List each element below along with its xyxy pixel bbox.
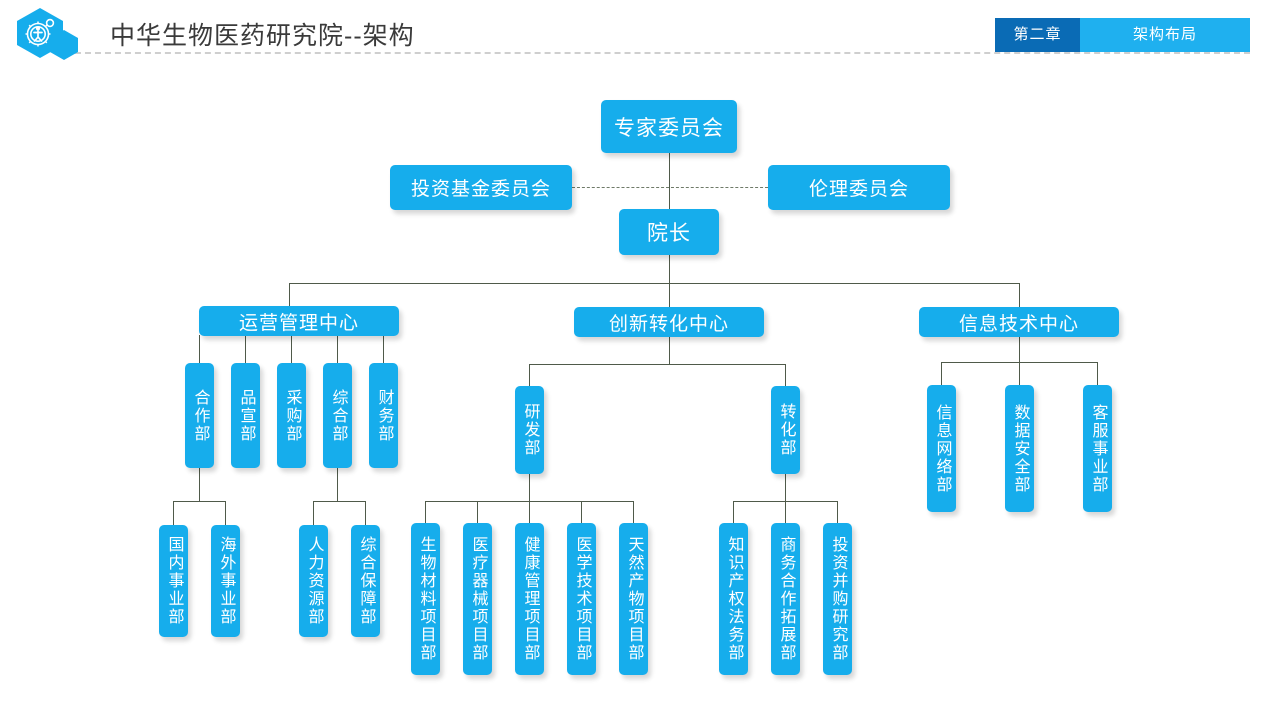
- edge-ops-to-child-2: [291, 335, 292, 363]
- node-ops-child-1[interactable]: 品宣部: [231, 363, 260, 468]
- node-expert-committee[interactable]: 专家委员会: [601, 100, 737, 153]
- node-it-child-2[interactable]: 客服事业部: [1083, 385, 1112, 512]
- edge-dean-trunk: [669, 254, 670, 283]
- node-rd-child-3[interactable]: 医学技术项目部: [567, 523, 596, 675]
- edge-ops-to-child-0: [199, 335, 200, 363]
- edge-coop-trunk: [199, 468, 200, 501]
- edge-dean-bus: [289, 283, 1020, 284]
- node-it-child-0[interactable]: 信息网络部: [927, 385, 956, 512]
- edge-coop-to-child-1: [225, 501, 226, 525]
- edge-innov-to-rd: [529, 364, 530, 386]
- node-center-it[interactable]: 信息技术中心: [919, 307, 1119, 337]
- edge-rd-to-child-2: [529, 501, 530, 523]
- edge-ops-to-child-4: [383, 335, 384, 363]
- edge-general-bus: [313, 501, 365, 502]
- edge-innov-trunk: [669, 336, 670, 364]
- node-ops-child-0[interactable]: 合作部: [185, 363, 214, 468]
- edge-rd-to-child-0: [425, 501, 426, 523]
- edge-general-to-child-1: [365, 501, 366, 525]
- edge-general-trunk: [337, 468, 338, 501]
- node-investment-fund-committee[interactable]: 投资基金委员会: [390, 165, 572, 210]
- edge-rd-trunk: [529, 474, 530, 501]
- edge-general-to-child-0: [313, 501, 314, 525]
- node-cooperation-child-1[interactable]: 海外事业部: [211, 525, 240, 637]
- edge-expert-to-dean: [669, 152, 670, 212]
- node-innovation-child-0[interactable]: 研发部: [515, 386, 544, 474]
- edge-ops-to-child-3: [337, 335, 338, 363]
- edge-innov-to-transform: [785, 364, 786, 386]
- node-ops-child-2[interactable]: 采购部: [277, 363, 306, 468]
- edge-it-to-child-1: [1019, 362, 1020, 385]
- node-rd-child-0[interactable]: 生物材料项目部: [411, 523, 440, 675]
- edge-transform-to-child-1: [785, 501, 786, 523]
- edge-coop-bus: [173, 501, 225, 502]
- edge-ops-to-child-1: [245, 335, 246, 363]
- header-divider: [55, 52, 1250, 54]
- node-general-child-1[interactable]: 综合保障部: [351, 525, 380, 637]
- node-rd-child-2[interactable]: 健康管理项目部: [515, 523, 544, 675]
- edge-transform-to-child-0: [733, 501, 734, 523]
- page-title: 中华生物医药研究院--架构: [110, 22, 415, 50]
- node-transform-child-2[interactable]: 投资并购研究部: [823, 523, 852, 675]
- node-general-child-0[interactable]: 人力资源部: [299, 525, 328, 637]
- node-ops-child-4[interactable]: 财务部: [369, 363, 398, 468]
- edge-it-to-child-2: [1097, 362, 1098, 385]
- edge-investment-to-dean: [572, 187, 768, 188]
- edge-innov-bus: [529, 364, 785, 365]
- chapter-number-badge[interactable]: 第二章: [995, 18, 1080, 52]
- edge-bus-to-it: [1019, 283, 1020, 307]
- edge-rd-to-child-4: [633, 501, 634, 523]
- edge-bus-to-innovation: [669, 283, 670, 307]
- node-dean[interactable]: 院长: [619, 209, 719, 255]
- node-transform-child-0[interactable]: 知识产权法务部: [719, 523, 748, 675]
- node-transform-child-1[interactable]: 商务合作拓展部: [771, 523, 800, 675]
- edge-it-trunk: [1019, 336, 1020, 362]
- hexagon-accent-icon: [50, 30, 78, 60]
- edge-rd-to-child-3: [581, 501, 582, 523]
- edge-rd-to-child-1: [477, 501, 478, 523]
- node-ops-child-3[interactable]: 综合部: [323, 363, 352, 468]
- node-rd-child-4[interactable]: 天然产物项目部: [619, 523, 648, 675]
- edge-bus-to-operations: [289, 283, 290, 307]
- edge-coop-to-child-0: [173, 501, 174, 525]
- node-rd-child-1[interactable]: 医疗器械项目部: [463, 523, 492, 675]
- node-ethics-committee[interactable]: 伦理委员会: [768, 165, 950, 210]
- node-center-operations[interactable]: 运营管理中心: [199, 306, 399, 336]
- edge-transform-to-child-2: [837, 501, 838, 523]
- node-innovation-child-1[interactable]: 转化部: [771, 386, 800, 474]
- node-center-innovation[interactable]: 创新转化中心: [574, 307, 764, 337]
- edge-it-to-child-0: [941, 362, 942, 385]
- node-cooperation-child-0[interactable]: 国内事业部: [159, 525, 188, 637]
- chapter-name-badge[interactable]: 架构布局: [1080, 18, 1250, 52]
- edge-transform-trunk: [785, 474, 786, 501]
- node-it-child-1[interactable]: 数据安全部: [1005, 385, 1034, 512]
